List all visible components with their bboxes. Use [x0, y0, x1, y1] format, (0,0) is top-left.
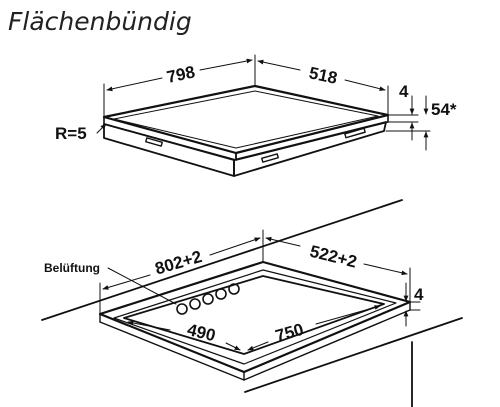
diagram-title: Flächenbündig — [8, 7, 192, 36]
housing-slot — [145, 137, 163, 147]
vent-hole — [228, 283, 240, 295]
dim-recess-depth-4: 4 — [414, 285, 424, 304]
dim-cutout-depth-490: 490 — [185, 320, 217, 345]
housing-slot — [344, 127, 366, 139]
dim-recess-depth: 522+2 — [308, 242, 359, 272]
vent-hole — [176, 303, 188, 315]
hob-drawing — [102, 84, 390, 177]
worktop-drawing — [41, 199, 463, 407]
glass-inner-frame — [113, 90, 379, 149]
dim-width-798: 798 — [165, 62, 197, 86]
housing-slot — [261, 153, 279, 163]
dim-height-54: 54* — [431, 100, 457, 119]
worktop-front-edge — [244, 317, 463, 393]
radius-label: R=5 — [55, 124, 87, 143]
dim-depth-518: 518 — [307, 63, 339, 87]
worktop-back-edge — [41, 199, 403, 321]
vent-hole — [189, 298, 201, 310]
housing-right-face — [233, 121, 387, 177]
dim-cutout-width-750: 750 — [273, 320, 306, 346]
vent-hole — [202, 293, 214, 305]
vent-hole — [215, 288, 227, 300]
hob-dimensions: 798 518 4 54* R=5 — [55, 54, 457, 151]
ventilation-holes — [176, 283, 240, 315]
dim-glass-thickness-4: 4 — [399, 82, 409, 101]
ventilation-label: Belüftung — [44, 261, 100, 275]
recess-ledge — [113, 269, 397, 365]
cutout-outline — [123, 275, 385, 355]
